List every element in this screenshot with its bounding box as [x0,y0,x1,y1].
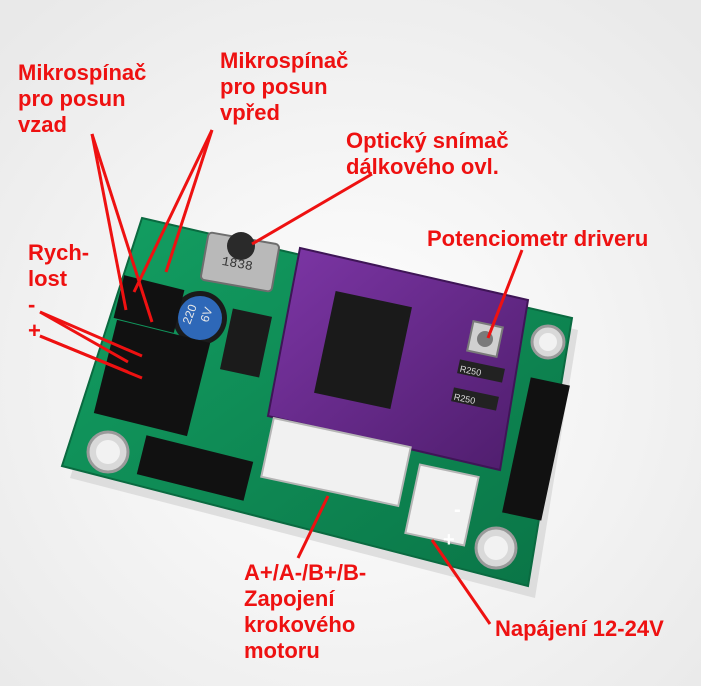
label-ir-sensor: Optický snímač dálkového ovl. [346,128,509,179]
label-power: Napájení 12-24V [495,616,664,641]
capacitor: 220 6V [173,291,227,345]
label-potentiometer: Potenciometr driveru [427,226,649,251]
capacitor-text-1: 220 [180,302,200,326]
ir-receiver: 1838 [200,231,280,293]
label-forward-switch: Mikrospínač pro posun vpřed [220,48,349,125]
mounting-hole-icon [86,430,130,474]
resistor-text-2: R250 [453,392,476,406]
label-speed: Rych- lost - + [28,240,90,343]
pin-header-switches [113,275,185,333]
capacitor-text-2: 6V [197,305,215,324]
resistor-text-1: R250 [459,364,482,378]
label-motor: A+/A-/B+/B- Zapojení krokového motoru [244,560,367,663]
power-plus-mark: + [443,529,455,551]
pin-header-right [502,377,570,521]
mounting-hole-icon [530,324,566,360]
pin-header-bottom [136,435,254,501]
label-back-switch: Mikrospínač pro posun vzad [18,60,147,137]
small-ic [219,308,273,378]
power-connector [404,463,480,547]
driver-chip [314,291,412,409]
power-minus-mark: - [454,499,461,521]
ir-case-text: 1838 [221,254,254,274]
motor-connector [260,416,412,508]
annotation-pointers [39,129,524,625]
driver-module: R250 R250 [266,246,530,472]
mounting-hole-icon [474,526,518,570]
